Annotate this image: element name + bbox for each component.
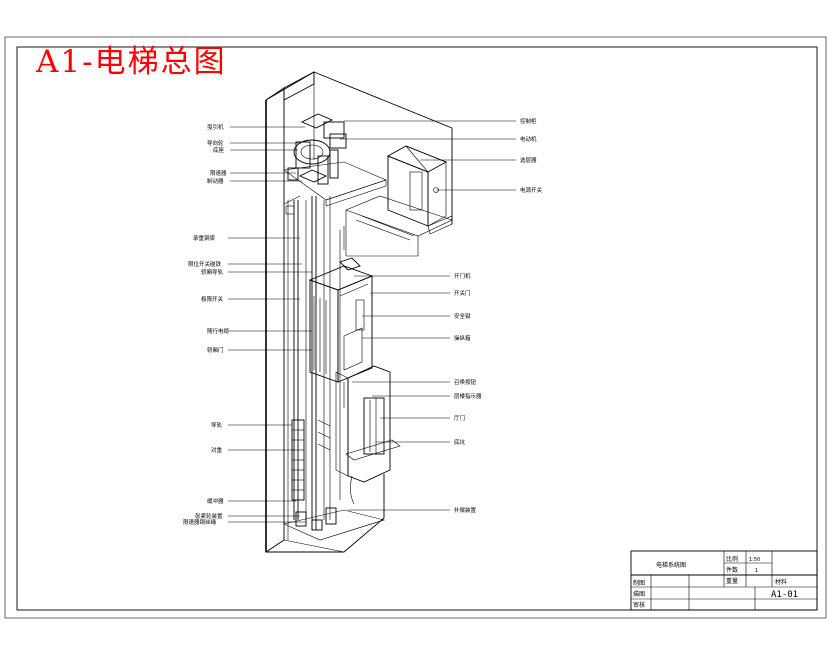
title-block-drawer: 描图 (633, 590, 645, 598)
title-block-name: 电梯系统图 (656, 561, 686, 569)
pit (283, 475, 386, 553)
label-brake: 制动器 (207, 177, 224, 185)
label-floor-indicator: 层楼指示器 (454, 392, 482, 400)
title-block-qty-label: 件数 (726, 566, 738, 574)
label-pit: 底坑 (454, 438, 466, 446)
title-block: 电梯系统图 比例 1:50 件数 1 重量 材料 制图 描图 审核 A1-01 (630, 550, 818, 611)
label-speed-governor: 限速器 (210, 169, 227, 177)
traction-machine (287, 113, 347, 185)
label-beam: 承重钢梁 (193, 234, 216, 242)
label-control-panel: 操纵箱 (454, 334, 471, 342)
label-call-button: 召唤按钮 (454, 378, 477, 386)
shaft-left-wall (265, 87, 285, 553)
title-block-qty-value: 1 (755, 568, 758, 574)
label-limit-cam: 限位开关碰铁 (188, 260, 222, 268)
title-block-material-label: 材料 (775, 578, 787, 586)
label-selector: 选层器 (520, 156, 537, 164)
title-block-weight-label: 重量 (726, 577, 738, 585)
label-counterweight: 对重 (211, 446, 223, 454)
counterweight (291, 419, 331, 501)
label-car-door: 轿厢门 (207, 346, 224, 354)
label-traction-machine: 曳引机 (207, 123, 224, 131)
landing-door (335, 365, 401, 483)
title-block-scale-label: 比例 (726, 555, 738, 563)
label-buffer: 缓冲器 (207, 497, 224, 505)
label-base: 底座 (213, 146, 225, 154)
label-open-close-door: 开关门 (454, 289, 471, 297)
label-guide-pulley: 导向轮 (207, 139, 224, 147)
label-power-switch: 电源开关 (520, 186, 543, 194)
drawing-title: A1-电梯总图 (35, 44, 227, 80)
left-callouts: 曳引机 导向轮 底座 限速器 制动器 承重钢梁 限位开关碰铁 轿厢导轨 极限开关… (183, 123, 312, 526)
title-block-checker: 审核 (633, 601, 645, 609)
label-compensation: 补偿装置 (454, 506, 477, 514)
label-car-rail: 轿厢导轨 (201, 268, 224, 276)
label-landing-door: 厅门 (454, 414, 465, 422)
label-door-operator: 开门机 (454, 272, 471, 280)
label-safety-gear: 安全钳 (454, 312, 471, 320)
guide-rails (287, 196, 341, 540)
label-rail: 导轨 (211, 421, 223, 429)
title-block-drawing-no: A1-01 (771, 590, 798, 600)
label-control-cabinet: 控制柜 (520, 117, 537, 125)
title-block-scale-value: 1:50 (749, 557, 760, 563)
label-motor: 电动机 (520, 135, 537, 143)
label-tension-pulley: 张紧轮装置 (195, 512, 223, 520)
label-governor-rope: 限速器钢丝绳 (183, 518, 217, 526)
right-callouts: 控制柜 电动机 选层器 电源开关 开门机 开关门 安全钳 操纵箱 召唤按钮 层楼… (340, 117, 543, 514)
title-block-designer: 制图 (633, 579, 645, 587)
elevator-drawing (265, 71, 453, 553)
elevator-car (308, 257, 374, 383)
outer-frame (4, 36, 827, 619)
label-limit-switch: 极限开关 (201, 295, 224, 303)
inner-frame (16, 46, 818, 611)
label-cable: 随行电缆 (207, 327, 230, 335)
